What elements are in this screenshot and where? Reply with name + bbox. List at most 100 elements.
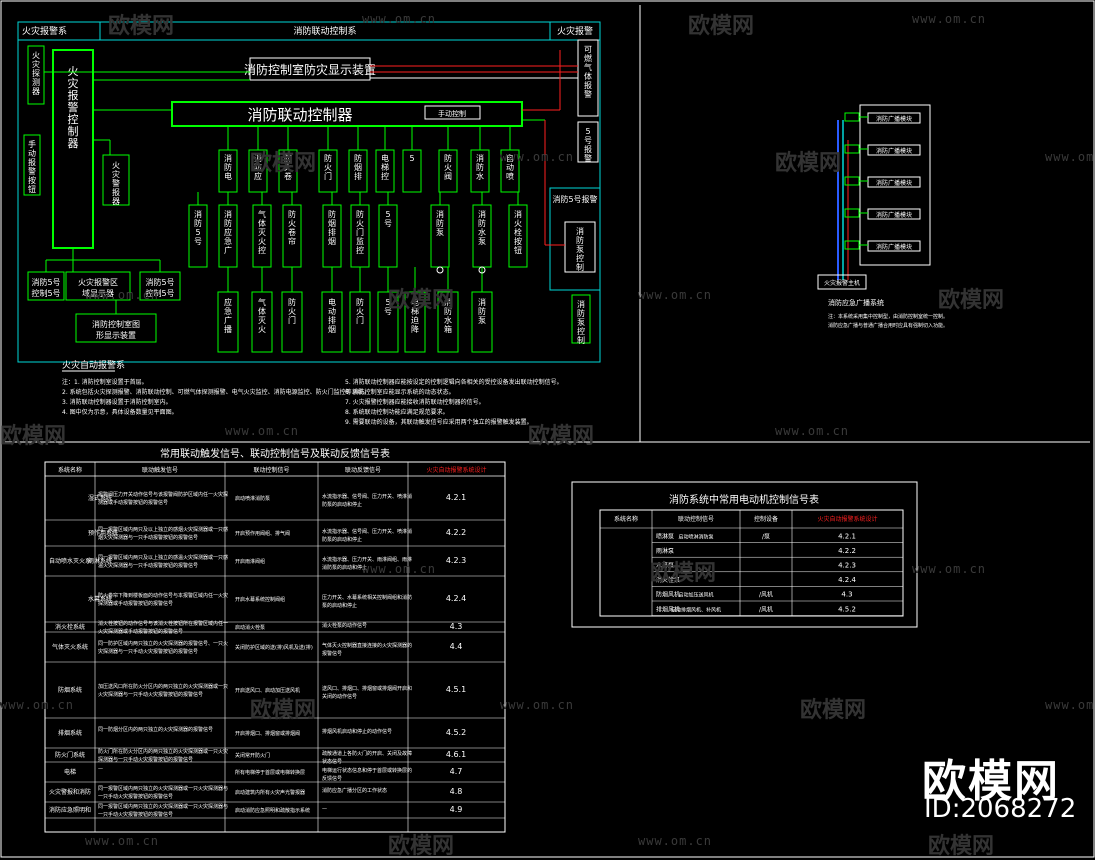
table1-feedback: 关闭的动作信号 <box>322 693 357 700</box>
table1-subsystem: 预作用系统 <box>88 529 118 537</box>
table1-ref: 4.2.1 <box>446 493 466 502</box>
detector-box-label: 火灾探测器 <box>32 51 40 96</box>
table1-header-cell: 系统名称 <box>58 466 82 474</box>
table1-ref: 4.5.1 <box>446 685 466 694</box>
table1-system-name: 消火栓系统 <box>55 623 85 631</box>
table1-control: 开启预作用阀组、排气阀 <box>235 530 290 537</box>
table1-trigger: 一只手动火灾报警按钮的报警信号 <box>98 811 173 818</box>
table2-ref: 4.2.1 <box>838 532 856 540</box>
watermark-url: www.om.cn <box>500 698 575 712</box>
watermark-url: www.om.cn <box>362 12 437 26</box>
riser-item-box <box>867 176 921 188</box>
riser-item-label: 消防广播模块 <box>876 147 912 155</box>
table1-control: 关闭常开防火门 <box>235 752 270 759</box>
terminal-device-label: 消防泵 <box>478 297 486 325</box>
terminal-device-label: 电动排烟 <box>328 297 336 334</box>
table2-system-name: 消火栓泵 <box>656 576 680 584</box>
module-box-label: 防火门 <box>324 153 332 181</box>
bottom-control-label: 控制5号 <box>31 288 60 298</box>
valve-symbol-icon <box>478 266 486 274</box>
riser-item-label: 消防广播模块 <box>876 115 912 123</box>
terminal-device-label: 气体灭火 <box>258 297 266 334</box>
table1-feedback: 水流指示器、信号阀、压力开关、喷淋消 <box>322 493 412 500</box>
table1-system-name: 防火门系统 <box>55 751 85 759</box>
table2-header-cell: 系统名称 <box>614 515 638 523</box>
riser-item-label: 消防广播模块 <box>876 243 912 251</box>
riser-module-box <box>844 176 860 186</box>
table1-trigger: 火灾探测器或手动报警按钮的报警信号 <box>98 628 183 635</box>
table1-ref: 4.9 <box>450 805 463 814</box>
riser-module-box <box>844 240 860 250</box>
table1-trigger: 温火灾探测器与一只手动报警按钮的报警信号 <box>98 562 198 569</box>
terminal-device-label: 防火门 <box>288 297 296 325</box>
table2-system-name: 防烟风机 <box>656 591 680 599</box>
table1-control: 所有电梯停于首层或电梯转换层 <box>235 769 305 776</box>
table1-trigger: 加压送风口所在防火分区内的两只独立的火灾探测器或一只 <box>98 683 228 690</box>
watermark-brand: 欧模网 <box>800 698 867 723</box>
watermark-url: www.om.cn <box>85 288 160 302</box>
graphic-display-label: 形显示装置 <box>96 330 136 340</box>
table1-control: 启动喷淋消防泵 <box>235 495 270 502</box>
watermark-brand: 欧模网 <box>688 14 755 39</box>
table1-feedback: 排烟风机启动和停止的动作信号 <box>322 728 392 735</box>
table1-trigger: 灾探测器与一只手动火灾报警按钮的报警信号 <box>98 648 198 655</box>
display-panel-box <box>249 57 371 81</box>
module-box-label: 防火阀 <box>444 153 452 181</box>
table1-control: 开启排烟口、排烟窗或排烟阀 <box>235 730 300 737</box>
table1-header-cell: 火灾自动报警系统设计 <box>426 466 486 474</box>
table2-control: 启动喷淋消防泵 <box>678 533 713 540</box>
riser-item-box <box>867 112 921 124</box>
area-display-box <box>65 271 131 301</box>
bottom-control-label: 控制5号 <box>145 288 174 298</box>
table1-feedback: 水流指示器、压力开关、雨淋阀组、雨淋 <box>322 556 412 563</box>
table1-subsystem: 水幕系统 <box>88 595 112 603</box>
watermark-url: www.om.cn <box>85 834 160 848</box>
table1-system-name: 火灾警报和消防 <box>49 788 91 796</box>
riser-module-box <box>844 144 860 154</box>
table1-ref: 4.4 <box>450 642 463 651</box>
fire-pump-control-label: 消防泵控制 <box>576 226 584 272</box>
table2-control: 启动排烟风机、补风机 <box>671 606 721 613</box>
table1-ref: 4.5.2 <box>446 728 466 737</box>
table1-trigger: 消火栓按钮的动作信号与该消火栓按钮所在报警区域内任一 <box>98 620 228 627</box>
module-box-label: 防火卷 <box>284 153 292 181</box>
module-box-label: 自动喷 <box>506 153 514 181</box>
table1-system-name: 防烟系统 <box>58 686 82 694</box>
table2-system-name: 水幕泵 <box>656 562 674 570</box>
bottom-control-label: 消防5号 <box>31 277 60 287</box>
table1-subsystem: 湿式系统 <box>88 494 112 502</box>
fire-pump-label: 消防泵控制 <box>577 299 585 345</box>
riser-item-label: 消防广播模块 <box>876 211 912 219</box>
table1-trigger: 同一报警区域内两只独立的火灾探测器或一只火灾探测器与 <box>98 785 228 792</box>
terminal-device-label: 防火门 <box>356 297 364 325</box>
notes-left-line: 4. 图中仅为示意，具体设备数量见平面图。 <box>62 408 178 416</box>
notes-title: 火灾自动报警系 <box>62 359 125 371</box>
table1-ref: 4.7 <box>450 767 463 776</box>
notes-left-line: 注：1. 消防控制室设置于首层。 <box>62 378 148 386</box>
watermark-brand: 欧模网 <box>0 424 67 449</box>
table2-ref: 4.2.3 <box>838 562 856 570</box>
table2-header-cell: 联动控制信号 <box>678 515 714 523</box>
brand-logo-text: 欧模网 <box>922 756 1060 807</box>
table1-control: 开启水幕系统控制阀组 <box>235 596 285 603</box>
watermark-url: www.om.cn <box>500 150 575 164</box>
manual-button-box-label: 手动报警按钮 <box>28 139 36 194</box>
table1-title: 常用联动触发信号、联动控制信号及联动反馈信号表 <box>160 447 390 460</box>
right-bottom-frame-label: 消防5号报警 <box>552 194 597 204</box>
area-display-label: 域显示器 <box>82 288 114 298</box>
manual-board-box <box>424 105 481 120</box>
table1-feedback: 电梯运行状态信息和停于首层或转换层的 <box>322 767 412 774</box>
watermark-url: www.om.cn <box>912 562 987 576</box>
table2-system-name: 喷淋泵 <box>656 532 674 540</box>
area-display-label: 火灾报警区 <box>78 277 118 287</box>
table1-feedback: 消防应急广播分区的工作状态 <box>322 787 387 794</box>
watermark-brand: 欧模网 <box>388 288 455 313</box>
table1-trigger: 同一防护区域内两只独立的火灾探测器的报警信号、一只火 <box>98 640 228 647</box>
watermark-brand: 欧模网 <box>250 698 317 723</box>
notes-right-line: 6. 消防控制室应能显示系统的动态状态。 <box>345 388 455 396</box>
table1-trigger: 同一报警区域内两只及以上独立的感温火灾探测器或一只感 <box>98 554 228 561</box>
device-box-label: 气体灭火控 <box>258 209 266 255</box>
